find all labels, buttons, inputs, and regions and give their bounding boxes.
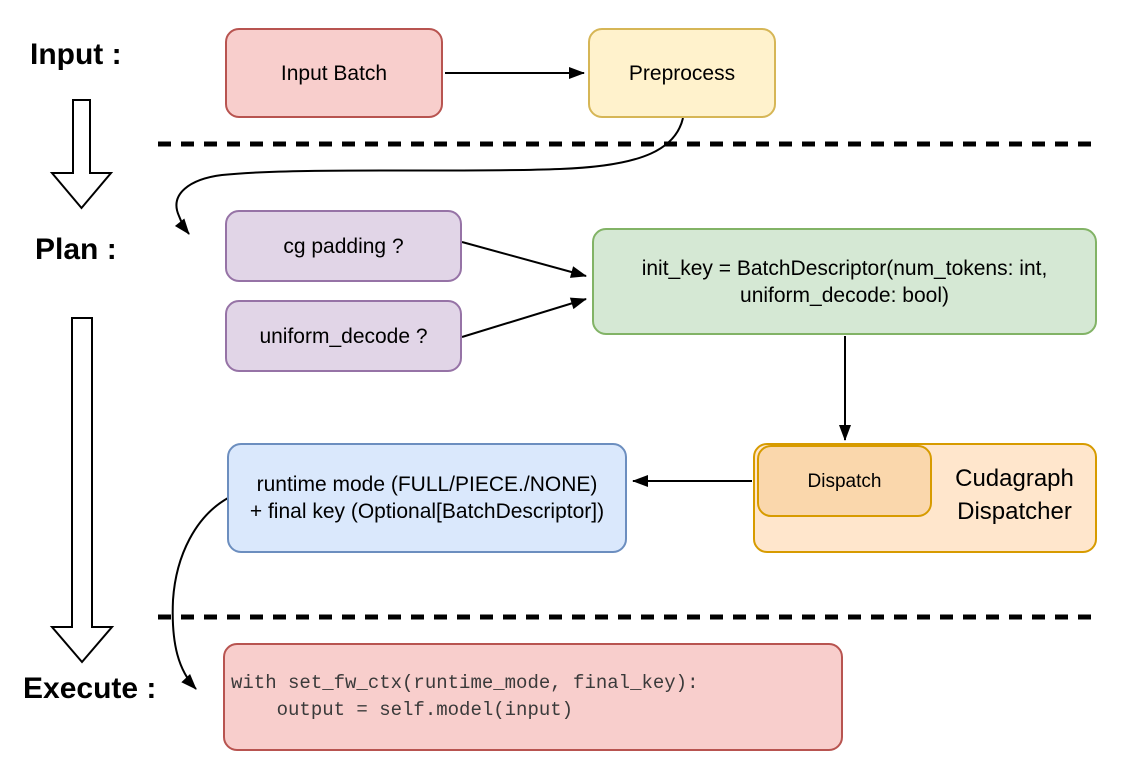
node-uniform-decode: uniform_decode ? xyxy=(225,300,462,372)
execute-code-line1: with set_fw_ctx(runtime_mode, final_key)… xyxy=(231,672,699,694)
cudagraph-label-line2: Dispatcher xyxy=(957,498,1072,525)
node-init-key-line2: uniform_decode: bool) xyxy=(740,283,949,307)
connector-runtime-mode-to-execute-code xyxy=(171,497,229,690)
node-input-batch: Input Batch xyxy=(225,28,443,118)
hollow-arrow-plan-to-execute xyxy=(49,317,115,664)
node-init-key: init_key = BatchDescriptor(num_tokens: i… xyxy=(592,228,1097,335)
stage-label-input: Input : xyxy=(30,38,122,71)
node-runtime-mode-line2: + final key (Optional[BatchDescriptor]) xyxy=(249,500,605,523)
cudagraph-label-line1: Cudagraph xyxy=(955,465,1074,492)
node-dispatch-label: Dispatch xyxy=(807,470,882,492)
node-dispatch: Dispatch xyxy=(757,445,932,517)
node-runtime-mode-line1: runtime mode (FULL/PIECE./NONE) xyxy=(256,473,598,496)
node-cg-padding: cg padding ? xyxy=(225,210,462,282)
node-cg-padding-label: cg padding ? xyxy=(283,234,404,258)
connector-uniform-decode-to-init-key xyxy=(461,297,587,338)
node-runtime-mode: runtime mode (FULL/PIECE./NONE) + final … xyxy=(227,443,627,553)
node-execute-code: with set_fw_ctx(runtime_mode, final_key)… xyxy=(223,643,843,751)
stage-label-execute: Execute : xyxy=(23,672,157,705)
connector-cg-padding-to-init-key xyxy=(461,241,587,278)
node-init-key-line1: init_key = BatchDescriptor(num_tokens: i… xyxy=(641,256,1048,280)
node-cudagraph-dispatcher-label: Cudagraph Dispatcher xyxy=(932,462,1097,528)
node-input-batch-label: Input Batch xyxy=(280,61,388,85)
node-uniform-decode-label: uniform_decode ? xyxy=(259,324,428,348)
hollow-arrow-input-to-plan xyxy=(49,99,114,210)
stage-label-plan: Plan : xyxy=(35,233,117,266)
execute-code-line2: output = self.model(input) xyxy=(231,699,574,721)
node-preprocess-label: Preprocess xyxy=(628,61,736,85)
node-preprocess: Preprocess xyxy=(588,28,776,118)
